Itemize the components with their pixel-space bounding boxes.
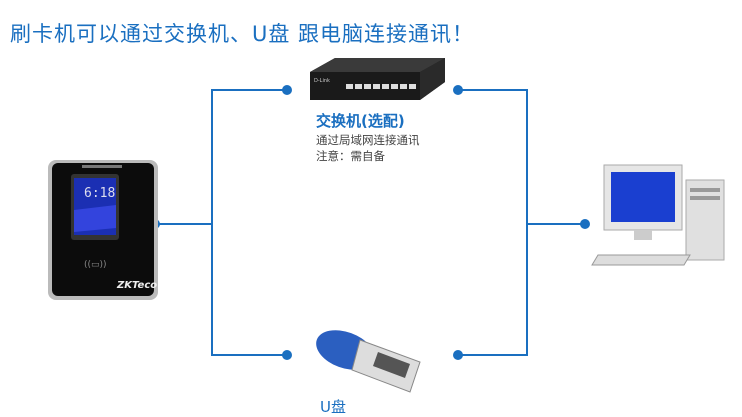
switch-note: 注意：需自备 xyxy=(316,149,385,163)
node-dot xyxy=(282,85,292,95)
node-dot xyxy=(453,350,463,360)
svg-text:6:18: 6:18 xyxy=(84,186,115,201)
line-left-bracket xyxy=(211,89,287,356)
usb-drive xyxy=(316,330,421,393)
connection-lines xyxy=(155,89,585,356)
svg-text:ZKTeco: ZKTeco xyxy=(116,280,157,291)
usb-label: U盘 xyxy=(320,398,346,416)
svg-text:((▭)): ((▭)) xyxy=(84,260,107,270)
node-dot xyxy=(580,219,590,229)
page-title: 刷卡机可以通过交换机、U盘 跟电脑连接通讯！ xyxy=(10,22,475,46)
card-reader-device: 6:18 ((▭)) ZKTeco xyxy=(48,160,158,300)
svg-text:D-Link: D-Link xyxy=(314,78,330,84)
switch-label: 交换机(选配) xyxy=(316,112,405,130)
computer xyxy=(591,164,725,266)
switch-description: 通过局域网连接通讯 xyxy=(316,133,420,147)
node-dot xyxy=(282,350,292,360)
node-dot xyxy=(453,85,463,95)
line-right-bracket xyxy=(458,89,528,356)
network-switch: D-Link xyxy=(310,58,445,100)
